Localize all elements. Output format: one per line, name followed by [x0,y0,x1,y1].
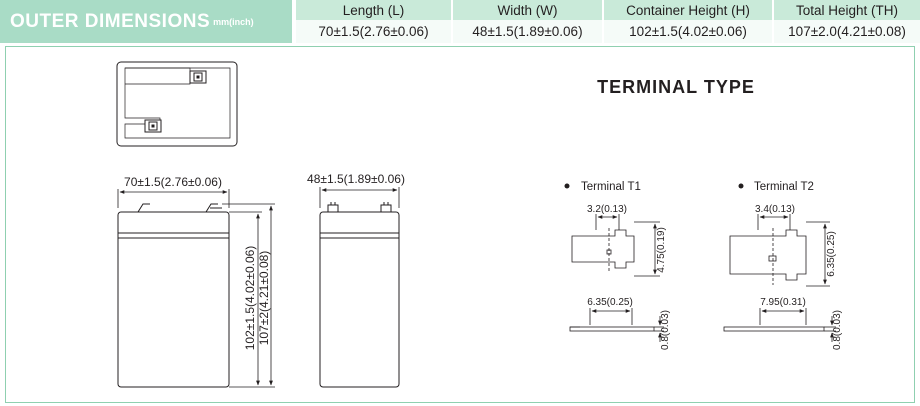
terminal-t2-thickness-label: 0.8(0.03) [832,310,843,350]
dimensions-table: Length (L) Width (W) Container Height (H… [296,0,920,43]
terminal-t1-thickness-label: 0.8(0.03) [660,310,671,350]
terminal-t1-width-label: 3.2(0.13) [587,204,627,215]
column-header-width: Width (W) [453,0,604,20]
battery-side-view [319,202,400,388]
front-width-dimension [117,189,230,208]
terminal-t1-bullet-icon [564,183,570,189]
total-height-value: 107±2.0(4.21±0.08) [774,20,920,43]
battery-top-view [116,61,238,147]
terminal-t1-height-label: 4.75(0.19) [656,227,667,273]
column-header-length: Length (L) [296,0,453,20]
terminal-t1-length-label: 6.35(0.25) [587,297,633,308]
terminal-t1-name: Terminal T1 [581,181,641,193]
terminal-t2-side-drawing [723,308,836,342]
height-dimensions [222,203,275,388]
drawing-panel [5,46,915,403]
terminal-t1-side-drawing [569,308,664,342]
terminal-t1-front-drawing [571,214,660,277]
length-value: 70±1.5(2.76±0.06) [296,20,453,43]
container-height-value: 102±1.5(4.02±0.06) [604,20,774,43]
section-title: OUTER DIMENSIONS [10,10,211,32]
terminal-type-heading: TERMINAL TYPE [597,77,755,97]
width-value: 48±1.5(1.89±0.06) [453,20,604,43]
terminal-t2-width-label: 3.4(0.13) [755,204,795,215]
section-title-box: OUTER DIMENSIONS mm(inch) [0,0,292,43]
terminal-t2-name: Terminal T2 [754,181,814,193]
battery-front-view [117,203,230,388]
side-width-dimension [319,187,400,208]
terminal-t2-front-drawing [729,214,830,287]
total-height-label: 107±2(4.21±0.08) [257,251,271,346]
container-height-label: 102±1.5(4.02±0.06) [243,246,257,351]
terminal-t2-bullet-icon [738,183,744,189]
terminal-t2-length-label: 7.95(0.31) [760,297,806,308]
column-header-total-height: Total Height (TH) [774,0,920,20]
front-width-label: 70±1.5(2.76±0.06) [124,175,222,189]
terminal-t2-height-label: 6.35(0.25) [826,231,837,277]
side-width-label: 48±1.5(1.89±0.06) [307,172,405,186]
column-header-container-height: Container Height (H) [604,0,774,20]
section-unit: mm(inch) [213,16,254,27]
